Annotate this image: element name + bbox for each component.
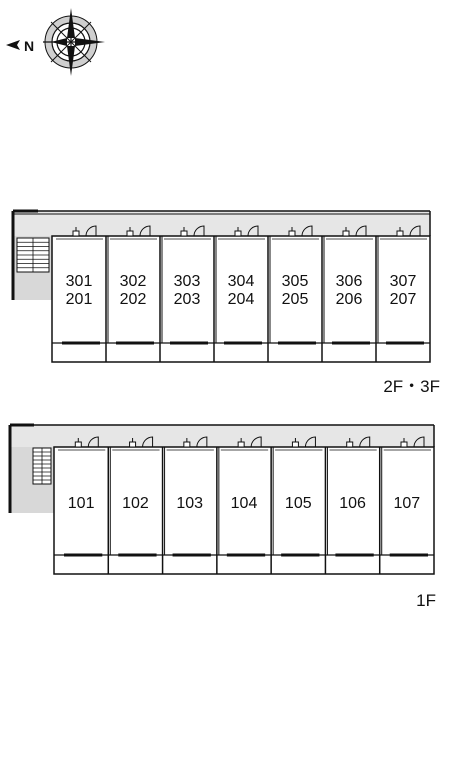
door-icon — [396, 225, 421, 237]
unit-number: 103 — [176, 495, 203, 512]
unit-number: 105 — [285, 495, 312, 512]
unit: 104 — [216, 436, 269, 574]
unit-number: 203 — [174, 291, 201, 308]
unit: 107 — [378, 436, 431, 574]
unit: 102 — [107, 436, 160, 574]
door-icon — [129, 436, 154, 448]
door-icon — [74, 436, 99, 448]
door-icon — [126, 225, 151, 237]
unit-number: 204 — [228, 291, 255, 308]
unit-number: 207 — [390, 291, 417, 308]
unit: 106 — [324, 436, 377, 574]
door-icon — [342, 225, 367, 237]
unit-number: 301 — [66, 273, 93, 290]
door-icon — [237, 436, 262, 448]
unit-number: 302 — [120, 273, 147, 290]
door-icon — [234, 225, 259, 237]
staircase — [16, 237, 50, 273]
floor-label-lower: 1F — [416, 591, 436, 610]
floor-label-upper: 2F・3F — [383, 377, 440, 396]
unit-number: 202 — [120, 291, 147, 308]
unit-number: 304 — [228, 273, 255, 290]
unit-number: 206 — [336, 291, 363, 308]
door-icon — [183, 436, 208, 448]
staircase — [32, 447, 52, 485]
compass: N — [6, 8, 105, 76]
unit-number: 101 — [68, 495, 95, 512]
unit-number: 307 — [390, 273, 417, 290]
unit: 103 — [161, 436, 214, 574]
compass-rose-icon — [43, 8, 105, 76]
unit: 105 — [270, 436, 323, 574]
unit-number: 205 — [282, 291, 309, 308]
unit-number: 106 — [339, 495, 366, 512]
north-letter: N — [24, 38, 34, 54]
unit: 101 — [58, 436, 106, 557]
unit-number: 102 — [122, 495, 149, 512]
corridor — [13, 211, 430, 300]
floor-block-lower: 101 102 103 104 105 106 107 1F — [8, 423, 436, 610]
unit-number: 107 — [394, 495, 421, 512]
floor-block-upper: 3012013022023032033042043052053062063072… — [11, 209, 440, 396]
door-icon — [400, 436, 425, 448]
door-icon — [180, 225, 205, 237]
unit-number: 303 — [174, 273, 201, 290]
door-icon — [291, 436, 316, 448]
door-icon — [346, 436, 371, 448]
unit-number: 306 — [336, 273, 363, 290]
door-icon — [72, 225, 97, 237]
unit-number: 305 — [282, 273, 309, 290]
north-arrow-icon — [6, 40, 20, 50]
unit-number: 104 — [231, 495, 258, 512]
door-icon — [288, 225, 313, 237]
unit-number: 201 — [66, 291, 93, 308]
